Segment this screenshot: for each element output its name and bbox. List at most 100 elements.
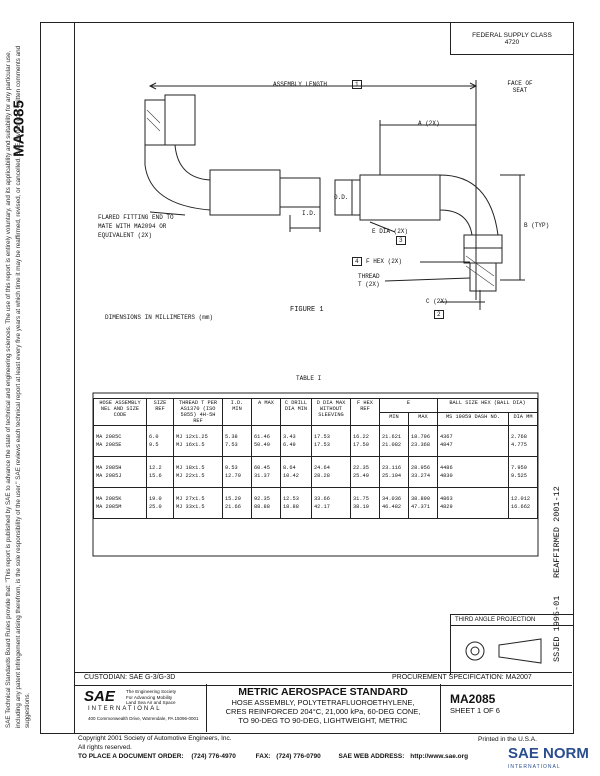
table-cell: 9.525 — [508, 472, 538, 488]
table-cell: 17.50 — [350, 441, 380, 457]
dim-b-label: B (TYP) — [524, 222, 550, 229]
table-cell: 50.40 — [251, 441, 281, 457]
table-cell: 4.775 — [508, 441, 538, 457]
table-cell: 5.38 — [222, 425, 252, 441]
table-cell: 22.35 — [350, 456, 380, 472]
table-cell: 15.6 — [146, 472, 174, 488]
col-e: E — [379, 398, 438, 413]
table-cell: MA 2085E — [93, 441, 147, 457]
col-hose: HOSE ASSEMBLY NEL AND SIZE CODE — [93, 398, 147, 426]
table-cell: 4830 — [436, 472, 510, 488]
table-cell: 42.17 — [311, 503, 351, 519]
title-block: SAE The Engineering Society For Advancin… — [74, 684, 572, 732]
order-line: TO PLACE A DOCUMENT ORDER: (724) 776-497… — [78, 752, 468, 761]
footer: Copyright 2001 Society of Automotive Eng… — [78, 734, 468, 761]
thread-t-label: T (2X) — [358, 281, 380, 288]
table-cell: 17.53 — [311, 441, 351, 457]
table-cell: 2.768 — [508, 425, 538, 441]
fax-label: FAX: — [255, 753, 271, 760]
fsc-value: 4720 — [504, 39, 520, 46]
table-cell: 38.890 — [407, 487, 438, 503]
table-cell: MJ 22x1.5 — [173, 472, 223, 488]
table-cell: 33.66 — [311, 487, 351, 503]
document-number-block: MA2085 SHEET 1 OF 6 — [440, 684, 572, 732]
table-cell: 24.64 — [311, 456, 351, 472]
note-marker-2: 2 — [434, 310, 444, 319]
title-line-3: TO 90-DEG TO 90-DEG, LIGHTWEIGHT, METRIC — [238, 716, 408, 725]
sae-international: INTERNATIONAL — [88, 706, 162, 712]
table-cell: 21.621 — [379, 425, 409, 441]
col-e-min: MIN — [379, 411, 409, 426]
projection-symbol-icon — [465, 638, 542, 664]
dim-e-label: E DIA (2X) — [372, 228, 409, 235]
table-cell: 33.274 — [407, 472, 438, 488]
order-label: TO PLACE A DOCUMENT ORDER: — [78, 753, 184, 760]
table-cell: 17.53 — [311, 425, 351, 441]
third-angle-projection-box: THIRD ANGLE PROJECTION — [450, 614, 573, 675]
col-dia: DIA MM — [508, 411, 538, 426]
reaffirmed-stamp: REAFFIRMED 2001-12 — [552, 486, 562, 578]
table-cell: 6.0 — [146, 425, 174, 441]
table-cell: 25.0 — [146, 503, 174, 519]
table-cell: 7.950 — [508, 456, 538, 472]
assembly-length-label: ASSEMBLY LENGTH — [273, 81, 328, 88]
copyright: Copyright 2001 Society of Automotive Eng… — [78, 735, 232, 742]
table-cell: 31.75 — [350, 487, 380, 503]
order-phone: (724) 776-4970 — [191, 753, 236, 760]
table-cell: 47.371 — [407, 503, 438, 519]
table-cell: 3.43 — [280, 425, 312, 441]
col-ball: BALL SIZE HEX (BALL DIA) — [436, 398, 539, 413]
table-cell: MA 2085C — [93, 425, 147, 441]
table-cell: 9.5 — [146, 441, 174, 457]
federal-supply-class-box: FEDERAL SUPPLY CLASS 4720 — [450, 22, 573, 55]
sae-tag-3: Land Sea Air and Space — [126, 700, 176, 705]
col-ms: MS 19059 DASH NO. — [436, 411, 510, 426]
sae-address: 400 Commonwealth Drive, Warrendale, PA 1… — [88, 716, 199, 721]
procurement-label: PROCUREMENT SPECIFICATION: MA2007 — [392, 674, 532, 681]
drawing-sheet — [74, 22, 574, 734]
note-marker-4: 4 — [352, 257, 362, 266]
col-id: I.D. MIN — [222, 398, 252, 426]
table-cell: 61.46 — [251, 425, 281, 441]
table-cell: 34.036 — [379, 487, 409, 503]
table-cell: 4486 — [436, 456, 510, 472]
table-cell: MJ 12x1.25 — [173, 425, 223, 441]
table-cell: 60.45 — [251, 456, 281, 472]
table-cell: 12.53 — [280, 487, 312, 503]
sae-tag-1: The Engineering Society — [126, 689, 177, 694]
table-cell: 6.49 — [280, 441, 312, 457]
table-cell: 7.53 — [222, 441, 252, 457]
col-f: F HEX REF — [350, 398, 380, 426]
third-angle-label: THIRD ANGLE PROJECTION — [451, 615, 573, 626]
table-cell: 88.88 — [251, 503, 281, 519]
title-description: METRIC AEROSPACE STANDARD HOSE ASSEMBLY,… — [206, 684, 441, 732]
sae-logo-block: SAE The Engineering Society For Advancin… — [74, 684, 207, 732]
table-cell: 21.082 — [379, 441, 409, 457]
dimensions-note: DIMENSIONS IN MILLIMETERS (mm) — [105, 314, 214, 321]
table-cell: 31.37 — [251, 472, 281, 488]
sae-logo: SAE — [84, 688, 115, 705]
table-cell: MA 2085M — [93, 503, 147, 519]
table-cell: 16.22 — [350, 425, 380, 441]
web-address[interactable]: http://www.sae.org — [410, 753, 469, 760]
flared-note-3: EQUIVALENT (2X) — [98, 232, 153, 239]
table-cell: 23.368 — [407, 441, 438, 457]
printed-in: Printed in the U.S.A. — [478, 736, 537, 743]
table-cell: 16.662 — [508, 503, 538, 519]
col-d: D DIA MAX WITHOUT SLEEVING — [311, 398, 351, 426]
table-cell: 12.012 — [508, 487, 538, 503]
fax-number: (724) 776-0790 — [276, 753, 321, 760]
table-cell: 28.956 — [407, 456, 438, 472]
table-cell: 28.28 — [311, 472, 351, 488]
note-marker-1: 1 — [352, 80, 362, 89]
dim-a-label: A (2X) — [418, 120, 440, 127]
table-cell: MA 2085K — [93, 487, 147, 503]
table-cell: 19.0 — [146, 487, 174, 503]
